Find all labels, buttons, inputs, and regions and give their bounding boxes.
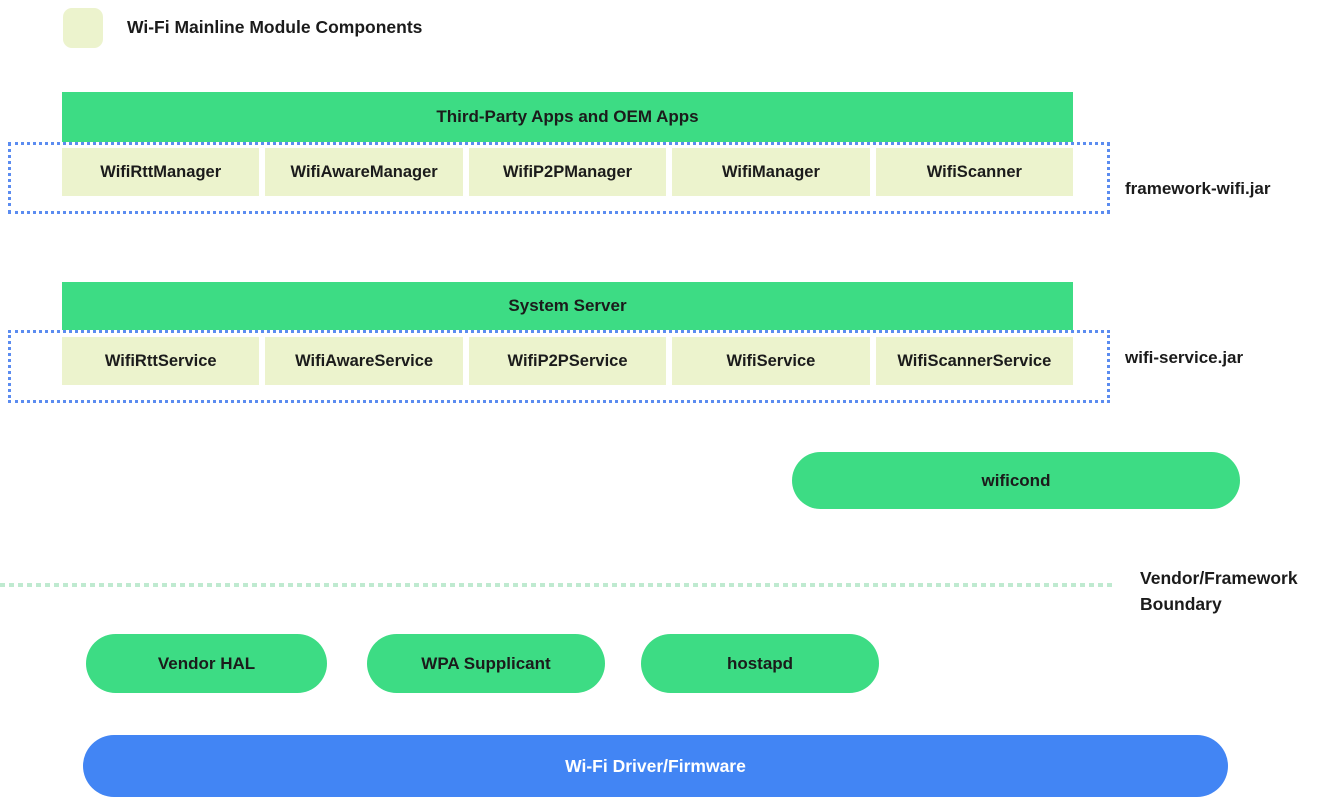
third-party-apps-bar: Third-Party Apps and OEM Apps bbox=[62, 92, 1073, 142]
box-wifi-scanner: WifiScanner bbox=[875, 148, 1074, 196]
wificond-pill: wificond bbox=[792, 452, 1240, 509]
system-services-row: WifiRttService WifiAwareService WifiP2PS… bbox=[62, 337, 1074, 385]
hostapd-pill: hostapd bbox=[641, 634, 879, 693]
box-wifi-aware-service: WifiAwareService bbox=[265, 337, 463, 385]
legend-title: Wi-Fi Mainline Module Components bbox=[127, 17, 423, 37]
wifi-driver-firmware-bar: Wi-Fi Driver/Firmware bbox=[83, 735, 1228, 797]
box-wifi-aware-manager: WifiAwareManager bbox=[265, 148, 463, 196]
wifi-service-jar-label: wifi-service.jar bbox=[1125, 348, 1244, 367]
vendor-framework-boundary-line bbox=[0, 583, 1113, 587]
system-server-bar: System Server bbox=[62, 282, 1073, 330]
box-wifi-p2p-manager: WifiP2PManager bbox=[468, 148, 667, 196]
box-wifi-manager: WifiManager bbox=[672, 148, 870, 196]
vendor-framework-boundary-label: Vendor/Framework Boundary bbox=[1140, 568, 1298, 614]
framework-wifi-jar-label: framework-wifi.jar bbox=[1125, 179, 1271, 198]
legend-swatch bbox=[63, 8, 103, 48]
box-wifi-scanner-service: WifiScannerService bbox=[875, 337, 1074, 385]
wpa-supplicant-pill: WPA Supplicant bbox=[367, 634, 605, 693]
box-wifi-rtt-manager: WifiRttManager bbox=[62, 148, 260, 196]
box-wifi-p2p-service: WifiP2PService bbox=[468, 337, 667, 385]
box-wifi-rtt-service: WifiRttService bbox=[62, 337, 260, 385]
vendor-hal-pill: Vendor HAL bbox=[86, 634, 327, 693]
framework-managers-row: WifiRttManager WifiAwareManager WifiP2PM… bbox=[62, 148, 1074, 196]
box-wifi-service: WifiService bbox=[672, 337, 870, 385]
